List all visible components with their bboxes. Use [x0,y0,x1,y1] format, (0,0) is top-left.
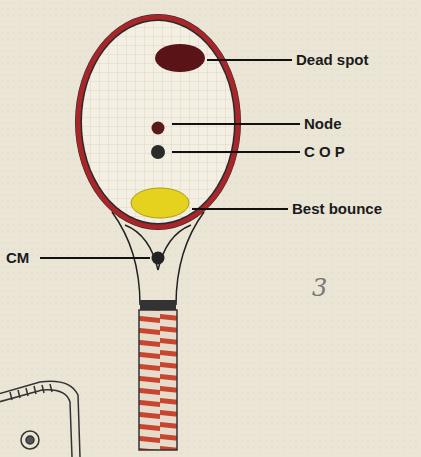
leader-lines [40,60,300,258]
cm-dot [152,252,165,265]
node-dot [152,122,165,135]
dead-spot-label: Dead spot [296,52,369,69]
strings [82,21,234,223]
cop-dot [151,145,165,159]
string-bed [82,21,234,223]
best-bounce-label: Best bounce [292,201,382,218]
racket-frame-red [78,17,238,227]
racket-frame [75,14,241,230]
page-number: 3 [312,275,327,301]
racket-grip [139,310,177,450]
cop-label: C O P [304,144,345,161]
cm-label: CM [6,250,29,267]
handle-collar [140,300,176,310]
dead-spot [155,44,205,72]
machine-sketch [0,381,80,457]
best-bounce-spot [131,188,189,218]
node-label: Node [304,116,342,133]
